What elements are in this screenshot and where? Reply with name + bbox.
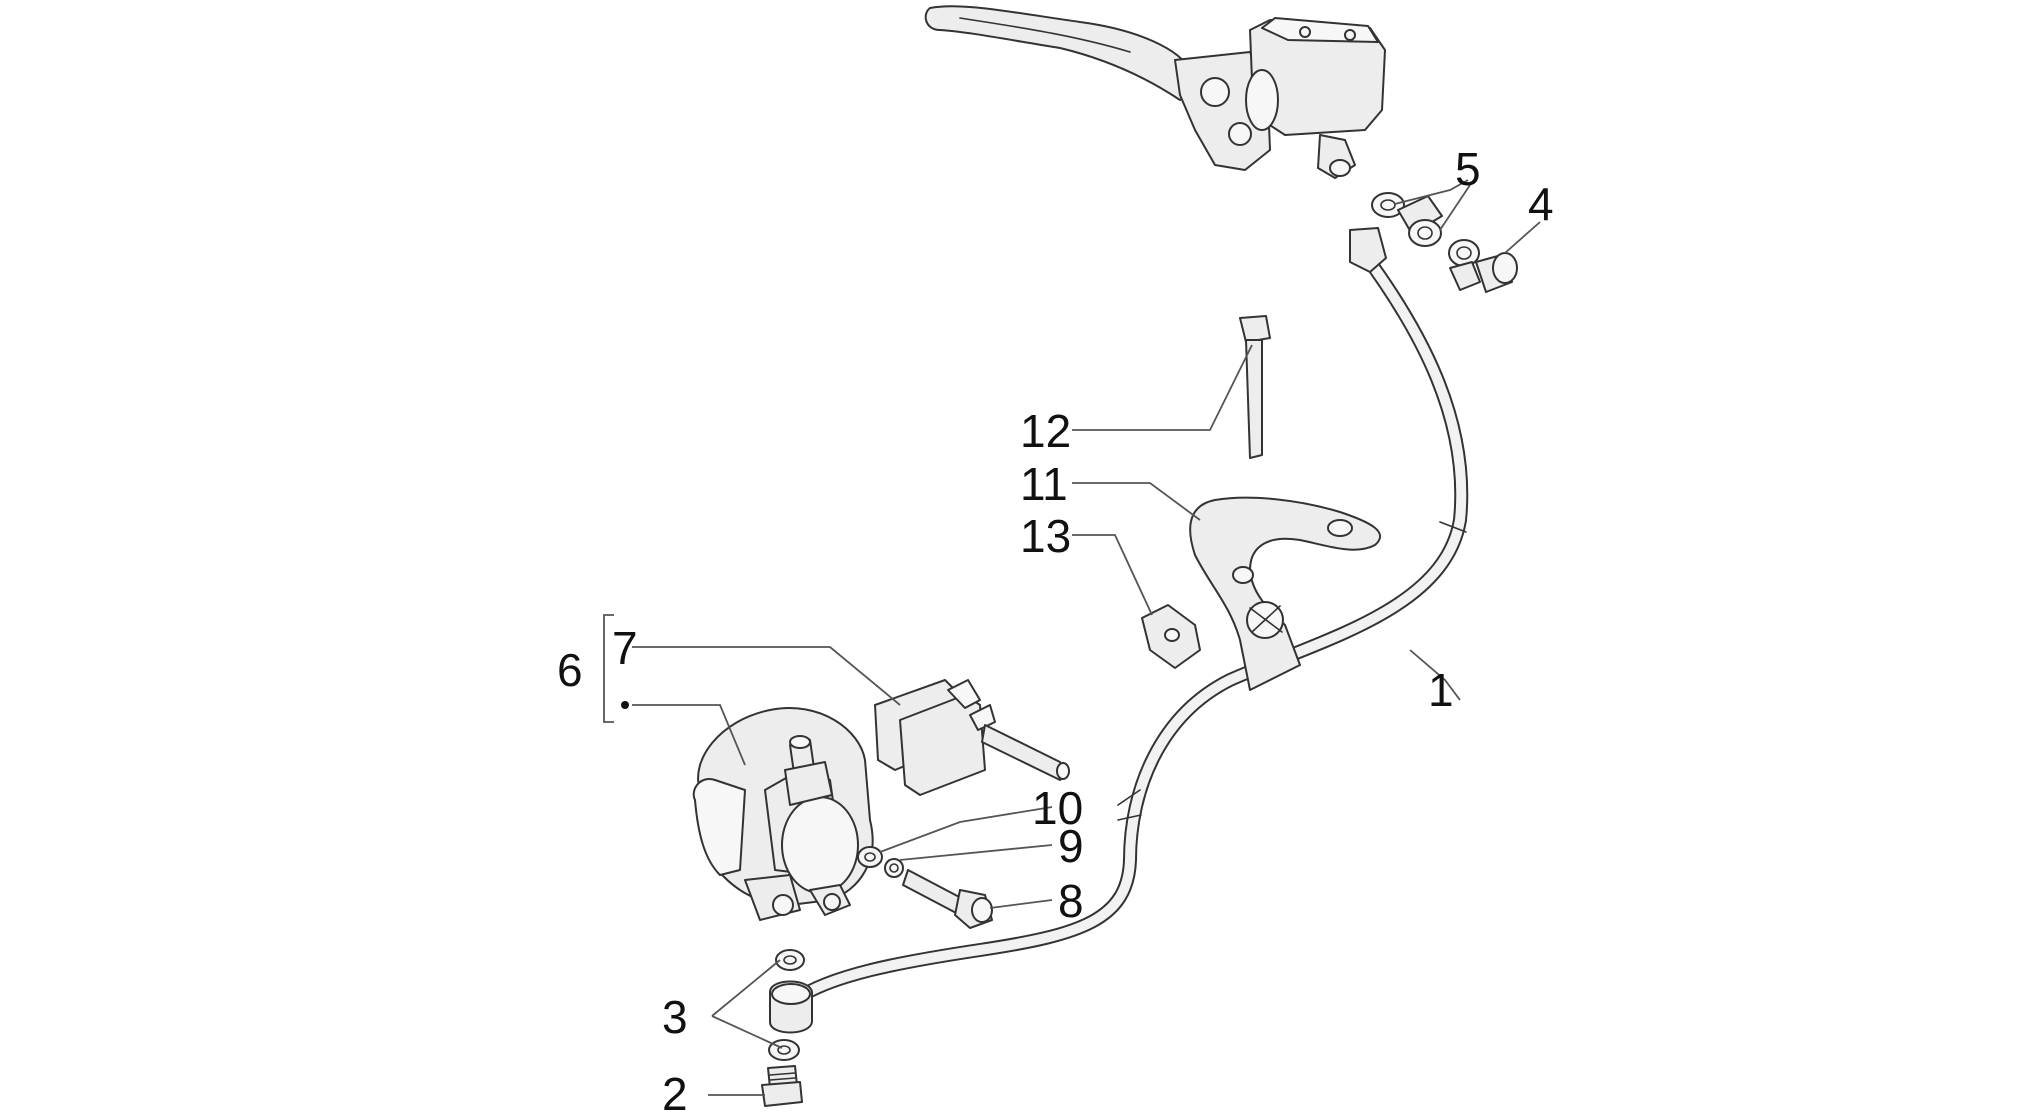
brake-caliper: [692, 707, 874, 921]
callout-13: 13: [1020, 510, 1071, 562]
upper-banjo-hardware: [1371, 192, 1518, 293]
callout-4: 4: [1528, 178, 1554, 230]
washer: [857, 846, 883, 868]
callout-10: 10: [1032, 782, 1083, 834]
callout-7: 7: [612, 622, 638, 674]
washer: [775, 949, 805, 971]
callout-12: 12: [1020, 405, 1071, 457]
washer: [1408, 219, 1442, 247]
leader-lines: [603, 179, 1541, 1096]
callout-2: 2: [662, 1068, 688, 1113]
callout-3: 3: [662, 991, 688, 1043]
callout-1: 1: [1428, 664, 1454, 716]
washer: [768, 1039, 800, 1061]
callout-6: 6: [557, 644, 583, 696]
washer: [884, 858, 904, 878]
washer: [1371, 192, 1405, 218]
callout-5: 5: [1455, 143, 1481, 195]
callout-11: 11: [1020, 458, 1068, 510]
master-cylinder: [924, 5, 1386, 179]
callout-9: 9: [1058, 820, 1084, 872]
washer: [1448, 239, 1480, 267]
caliper-mount-hardware: [857, 846, 993, 929]
hose-bracket-assembly: [1141, 315, 1382, 691]
lower-banjo-hardware: [761, 949, 813, 1107]
brake-pads: [874, 679, 1070, 796]
callout-labels: 1 2 3 4 5 6 7 8 9 10 11 12 13: [557, 143, 1554, 1113]
brake-hose: [788, 227, 1469, 1007]
callout-8: 8: [1058, 875, 1084, 927]
